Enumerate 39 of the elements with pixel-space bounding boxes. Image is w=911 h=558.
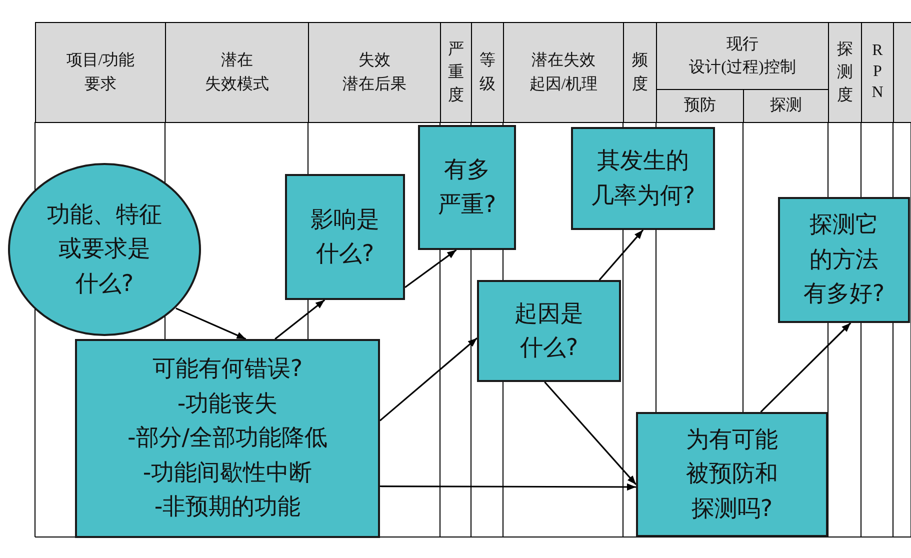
question-text: 起因是什么? (514, 300, 584, 363)
arrow (274, 299, 326, 340)
arrow (598, 229, 644, 281)
arrow (379, 338, 478, 422)
header-cell: RPN (861, 22, 894, 123)
question-box (75, 339, 380, 538)
question-box (285, 174, 405, 300)
header-cell: 现行设计(过程)控制 (656, 22, 829, 90)
header-cell: 项目/功能要求 (35, 22, 166, 123)
header-cell: 潜在失效模式 (165, 22, 309, 123)
question-text: 功能、特征或要求是什么? (47, 200, 162, 299)
question-text: 为有可能被预防和探测吗? (686, 426, 778, 524)
arrow (176, 308, 246, 340)
header-cell: 探测度 (828, 22, 862, 123)
heading-text: 可能有何错误? (152, 355, 303, 384)
arrow (404, 249, 457, 288)
question-box (477, 280, 621, 382)
header-cell: 严重度 (440, 22, 472, 123)
header-cell: 等级 (471, 22, 504, 123)
question-text: 探测它的方法有多好? (803, 211, 885, 310)
question-box (636, 412, 828, 537)
question-box (778, 197, 910, 323)
question-text: 其发生的几率为何? (590, 147, 696, 210)
bullet-text: -功能丧失 (177, 390, 278, 419)
question-text: 影响是什么? (310, 206, 380, 269)
header-cell: 潜在失效起因/机理 (503, 22, 624, 123)
header-cell: 失效潜在后果 (308, 22, 441, 123)
question-box (571, 127, 715, 230)
bullet-text: -功能间歇性中断 (142, 458, 312, 488)
arrow (544, 381, 637, 486)
arrow (760, 322, 852, 413)
bullet-text: -非预期的功能 (154, 493, 301, 522)
header-cell: 频度 (623, 22, 657, 123)
header-cell: 探测 (743, 89, 829, 123)
question-box (418, 125, 516, 250)
question-text: 有多严重? (438, 156, 496, 220)
header-cell: 预防 (656, 89, 744, 123)
arrow (380, 483, 636, 491)
bullet-text: -部分/全部功能降低 (127, 424, 328, 454)
